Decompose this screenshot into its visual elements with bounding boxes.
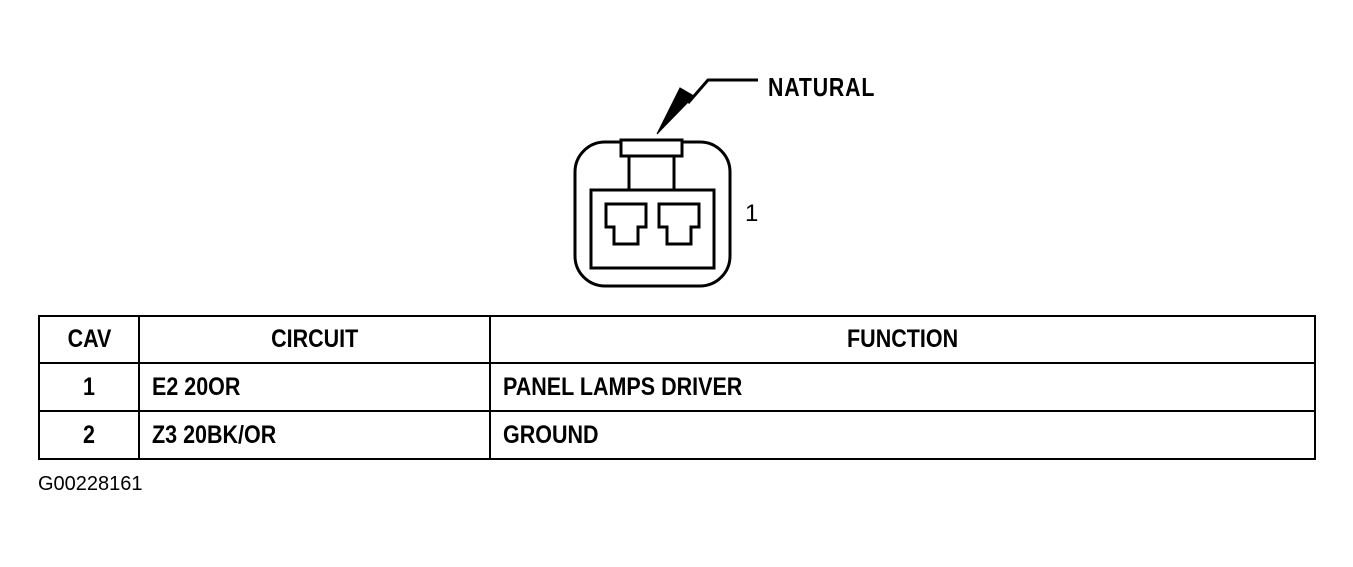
circuit-cell: E2 20OR xyxy=(138,362,491,412)
table-row: 2 Z3 20BK/OR GROUND xyxy=(38,410,1316,460)
circuit-cell: Z3 20BK/OR xyxy=(138,410,491,460)
color-leader-arrow xyxy=(656,78,758,135)
function-cell: GROUND xyxy=(489,410,1316,460)
cav-cell: 2 xyxy=(38,410,140,460)
cavity-number-label: 1 xyxy=(745,200,760,227)
table-row: 1 E2 20OR PANEL LAMPS DRIVER xyxy=(38,362,1316,412)
header-function: FUNCTION xyxy=(489,315,1316,364)
terminal-cavity-2 xyxy=(657,202,701,246)
connector-color-label: NATURAL xyxy=(768,72,876,102)
cav-cell: 1 xyxy=(38,362,140,412)
figure-id: G00228161 xyxy=(38,473,143,495)
table-header-row: CAV CIRCUIT FUNCTION xyxy=(38,315,1316,364)
pinout-table: CAV CIRCUIT FUNCTION 1 E2 20OR PANEL LAM… xyxy=(38,315,1316,460)
terminal-cavity-1 xyxy=(604,202,648,246)
header-cav: CAV xyxy=(38,315,140,364)
header-circuit: CIRCUIT xyxy=(138,315,491,364)
connector-diagram xyxy=(573,78,758,288)
function-cell: PANEL LAMPS DRIVER xyxy=(489,362,1316,412)
connector-housing xyxy=(573,138,732,288)
